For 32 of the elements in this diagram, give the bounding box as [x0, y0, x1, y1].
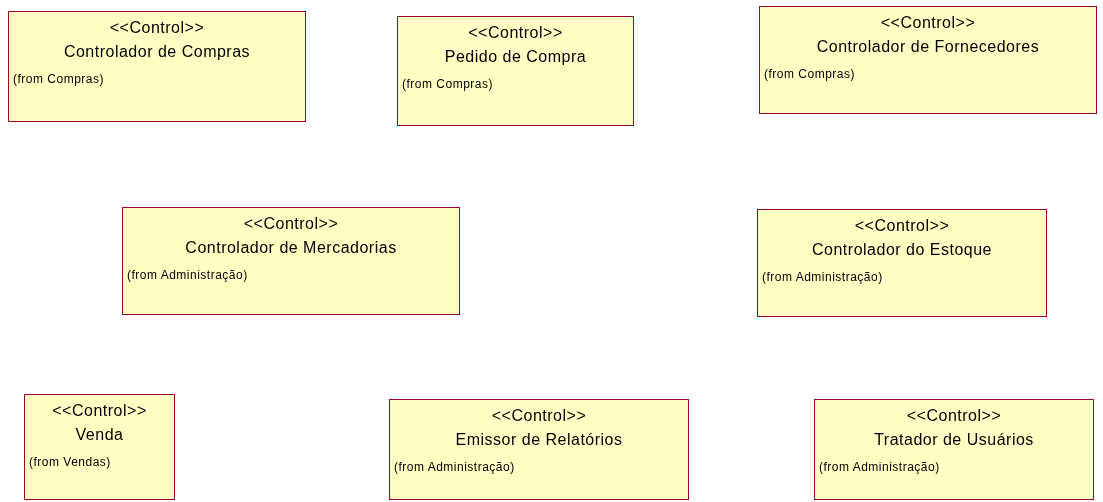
- stereotype-label: <<Control>>: [879, 13, 977, 33]
- stereotype-label: <<Control>>: [853, 216, 951, 236]
- stereotype-label: <<Control>>: [905, 406, 1003, 426]
- class-name: Controlador de Mercadorias: [184, 238, 398, 258]
- class-box: [8, 11, 306, 122]
- class-name: Emissor de Relatórios: [454, 430, 624, 450]
- package-note: (from Compras): [764, 66, 856, 83]
- package-note: (from Administração): [394, 459, 516, 476]
- class-box: [389, 399, 689, 500]
- package-note: (from Compras): [13, 71, 105, 88]
- package-note: (from Administração): [819, 459, 941, 476]
- class-box: [757, 209, 1047, 317]
- class-name: Tratador de Usuários: [873, 430, 1035, 450]
- class-name: Venda: [74, 425, 125, 445]
- stereotype-label: <<Control>>: [51, 401, 148, 421]
- stereotype-label: <<Control>>: [490, 406, 588, 426]
- class-box: [759, 6, 1097, 114]
- stereotype-label: <<Control>>: [242, 214, 340, 234]
- class-box: [814, 399, 1094, 500]
- class-box: [24, 394, 175, 500]
- package-note: (from Vendas): [29, 454, 112, 471]
- stereotype-label: <<Control>>: [467, 23, 564, 43]
- class-box: [397, 16, 634, 126]
- class-name: Controlador do Estoque: [811, 240, 993, 260]
- class-box: [122, 207, 460, 315]
- package-note: (from Compras): [402, 76, 494, 93]
- class-name: Controlador de Compras: [62, 42, 252, 62]
- class-name: Controlador de Fornecedores: [815, 37, 1041, 57]
- stereotype-label: <<Control>>: [108, 18, 206, 38]
- package-note: (from Administração): [762, 269, 884, 286]
- class-name: Pedido de Compra: [443, 47, 588, 67]
- package-note: (from Administração): [127, 267, 249, 284]
